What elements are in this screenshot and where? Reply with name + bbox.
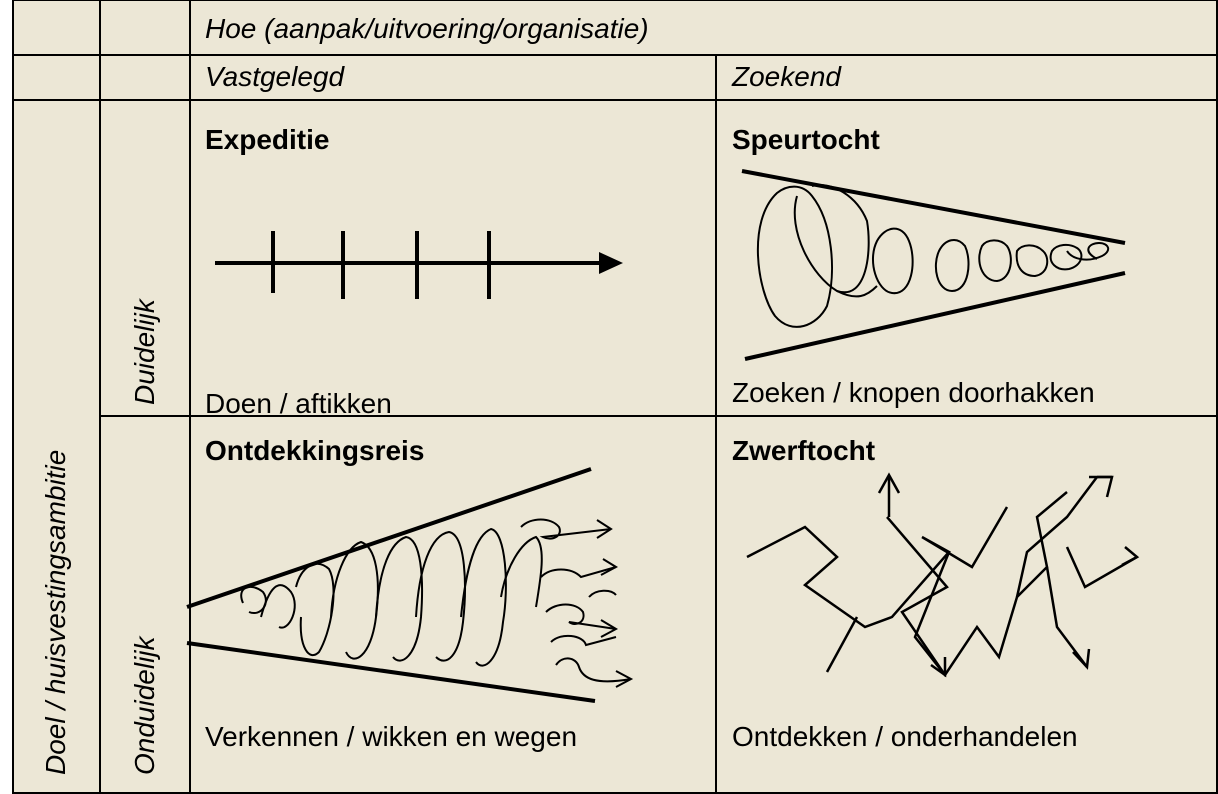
header-zoekend: Zoekend — [732, 63, 841, 91]
row-label-onduidelijk: Onduidelijk — [131, 636, 159, 775]
row-label-doel: Doel / huisvestingsambitie — [42, 450, 70, 775]
expeditie-arrow-drawing — [191, 101, 716, 416]
header-vastgelegd: Vastgelegd — [205, 63, 344, 91]
header-hoe: Hoe (aanpak/uitvoering/organisatie) — [205, 15, 649, 43]
ontdekkingsreis-funnel-drawing — [191, 417, 716, 793]
speurtocht-funnel-drawing — [717, 101, 1217, 416]
zwerftocht-zigzag-drawing — [717, 417, 1217, 793]
row-label-duidelijk: Duidelijk — [131, 299, 159, 405]
